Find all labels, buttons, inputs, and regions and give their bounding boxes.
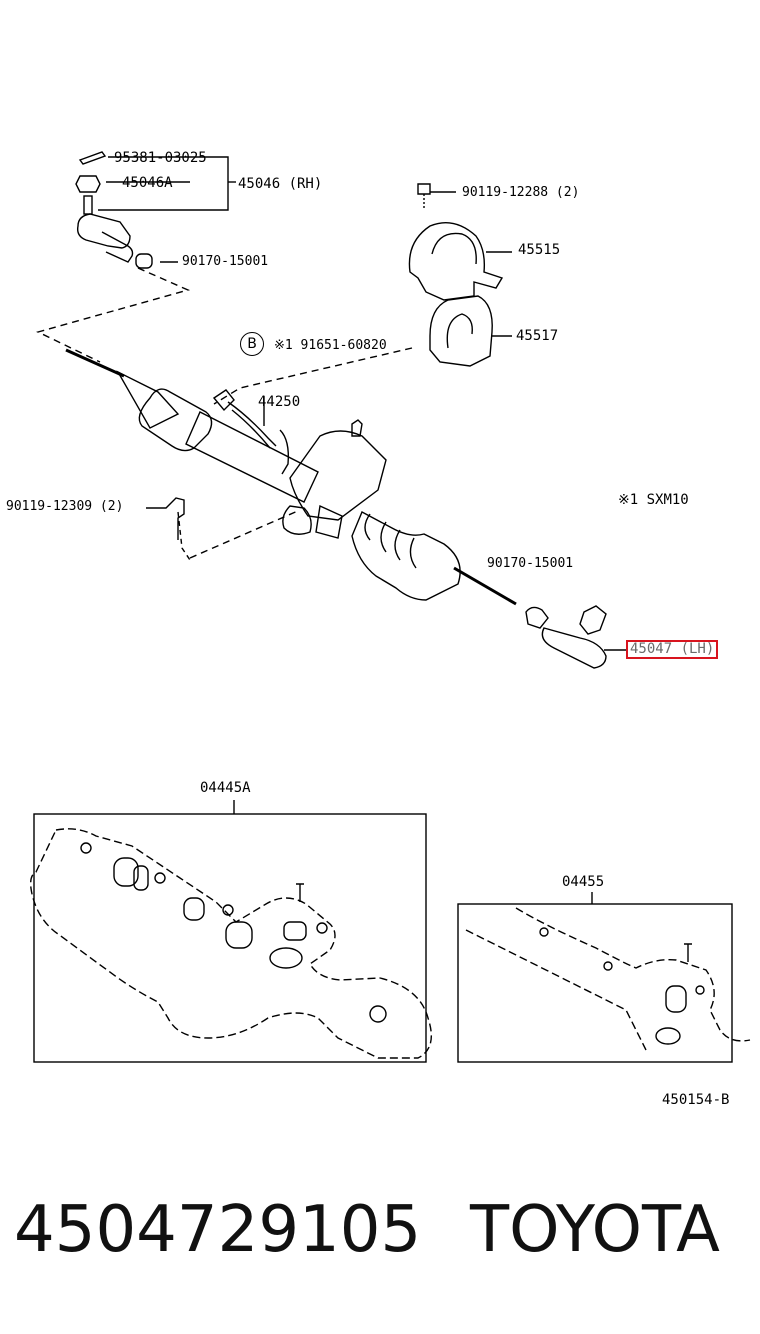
label-90170-15001-mid: 90170-15001 — [487, 556, 574, 571]
figure-code: 450154-B — [662, 1092, 730, 1108]
label-45515: 45515 — [518, 242, 561, 258]
kit-04455-title: 04455 — [562, 874, 605, 890]
label-sxm10: ※1 SXM10 — [618, 492, 689, 508]
label-45046a: 45046A — [122, 175, 173, 191]
label-45046-rh: 45046 (RH) — [238, 176, 323, 192]
label-90119-12288: 90119-12288 (2) — [462, 185, 580, 200]
kit-04455-panel — [457, 892, 751, 1063]
label-91651-60820: ※1 91651-60820 — [274, 338, 387, 353]
kit-04445a-title: 04445A — [200, 780, 251, 796]
label-90119-12309: 90119-12309 (2) — [6, 499, 124, 514]
brand-name: TOYOTA — [470, 1193, 720, 1267]
part-number: 4504729105 — [14, 1193, 422, 1267]
kit-04445a-panel — [29, 800, 432, 1063]
label-45047-lh-highlighted[interactable]: 45047 (LH) — [626, 640, 719, 659]
callout-b: B — [240, 332, 264, 356]
label-44250: 44250 — [258, 394, 301, 410]
rack-bracket-and-bushing — [213, 183, 512, 405]
label-45517: 45517 — [516, 328, 559, 344]
label-90170-15001-top: 90170-15001 — [182, 254, 269, 269]
tie-rod-end-rh — [36, 151, 236, 363]
steering-rack-body — [65, 348, 626, 669]
label-95381-03025: 95381-03025 — [114, 150, 207, 166]
